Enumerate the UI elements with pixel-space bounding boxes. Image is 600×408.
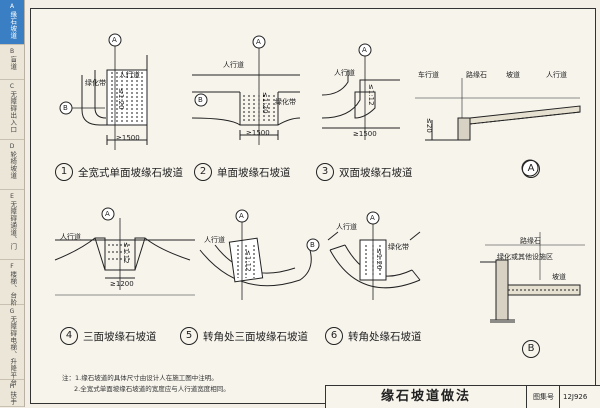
diagram-5-sidewalk-label: 人行道 — [204, 236, 225, 244]
section-a-ramp-label: 坡道 — [506, 71, 520, 79]
diagram-1-marker-b: B — [63, 104, 68, 112]
diagram-4 — [54, 207, 195, 296]
diagram-2-sidewalk-label: 人行道 — [223, 61, 244, 69]
atlas-label: 图集号 — [526, 386, 560, 408]
diagram-2-marker-b: B — [198, 96, 203, 104]
diagram-5-slope-label: ≤1:12 — [244, 250, 252, 272]
diagram-6-sidewalk-label: 人行道 — [336, 223, 357, 231]
diagram-2-marker-a: A — [256, 38, 261, 46]
diagram-1-slope-label: ≤1:20 — [117, 88, 125, 110]
section-a — [415, 78, 581, 177]
section-b-green-label: 绿化或其他设施区 — [497, 253, 553, 261]
diagram-6-marker-a: A — [370, 214, 375, 222]
diagram-2-width-label: ≥1500 — [246, 129, 270, 137]
diagram-1-green-belt-label: 绿化带 — [85, 79, 106, 87]
diagram-5 — [199, 209, 320, 300]
diagram-4-sidewalk-label: 人行道 — [60, 233, 81, 241]
section-a-curb-label: 路缘石 — [466, 71, 487, 79]
diagram-6-green-belt-label: 绿化带 — [388, 243, 409, 251]
diagram-2-slope-label: ≤1:20 — [261, 92, 269, 114]
note-2: 2.全宽式单面坡缘石坡道的宽度应与人行道宽度相同。 — [74, 385, 230, 393]
diagram-6 — [327, 211, 421, 300]
diagram-5-marker-a: A — [239, 212, 244, 220]
section-b-ramp-label: 坡道 — [552, 273, 566, 281]
diagram-3-sidewalk-label: 人行道 — [334, 69, 355, 77]
section-a-height-label: ≤20 — [425, 118, 433, 133]
diagram-1-width-label: ≥1500 — [116, 134, 140, 142]
diagram-4-slope-label: ≤1:12 — [122, 242, 130, 264]
atlas-number: 12J926 — [559, 386, 600, 408]
diagram-2-green-belt-label: 绿化带 — [275, 98, 296, 106]
diagram-3-marker-a: A — [362, 46, 367, 54]
diagram-3 — [321, 43, 400, 140]
title-block: 缘石坡道做法 图集号 12J926 — [325, 385, 600, 408]
diagram-5-marker-b: B — [310, 241, 315, 249]
notes: 注：1.缘石坡道的具体尺寸由设计人在施工图中注明。 2.全宽式单面坡缘石坡道的宽… — [62, 373, 230, 395]
section-b-curb-label: 路缘石 — [520, 237, 541, 245]
section-a-marker: A — [522, 160, 540, 178]
section-a-sidewalk-label: 人行道 — [546, 71, 567, 79]
section-b-marker: B — [522, 340, 540, 358]
diagram-3-width-label: ≥1500 — [353, 130, 377, 138]
diagram-1-marker-a: A — [112, 36, 117, 44]
sheet-title: 缘石坡道做法 — [380, 389, 471, 404]
diagram-1-sidewalk-label: 人行道 — [119, 71, 140, 79]
diagram-2 — [191, 35, 301, 145]
diagram-1 — [59, 33, 148, 150]
diagram-4-marker-a: A — [105, 210, 110, 218]
diagram-6-slope-label: ≤1:20 — [375, 248, 383, 270]
note-1: 注：1.缘石坡道的具体尺寸由设计人在施工图中注明。 — [62, 374, 218, 382]
diagram-4-width-label: ≥1200 — [110, 280, 134, 288]
section-b — [480, 232, 585, 323]
section-a-roadway-label: 车行道 — [418, 71, 439, 79]
diagram-3-slope-label: ≤1:12 — [367, 84, 375, 106]
